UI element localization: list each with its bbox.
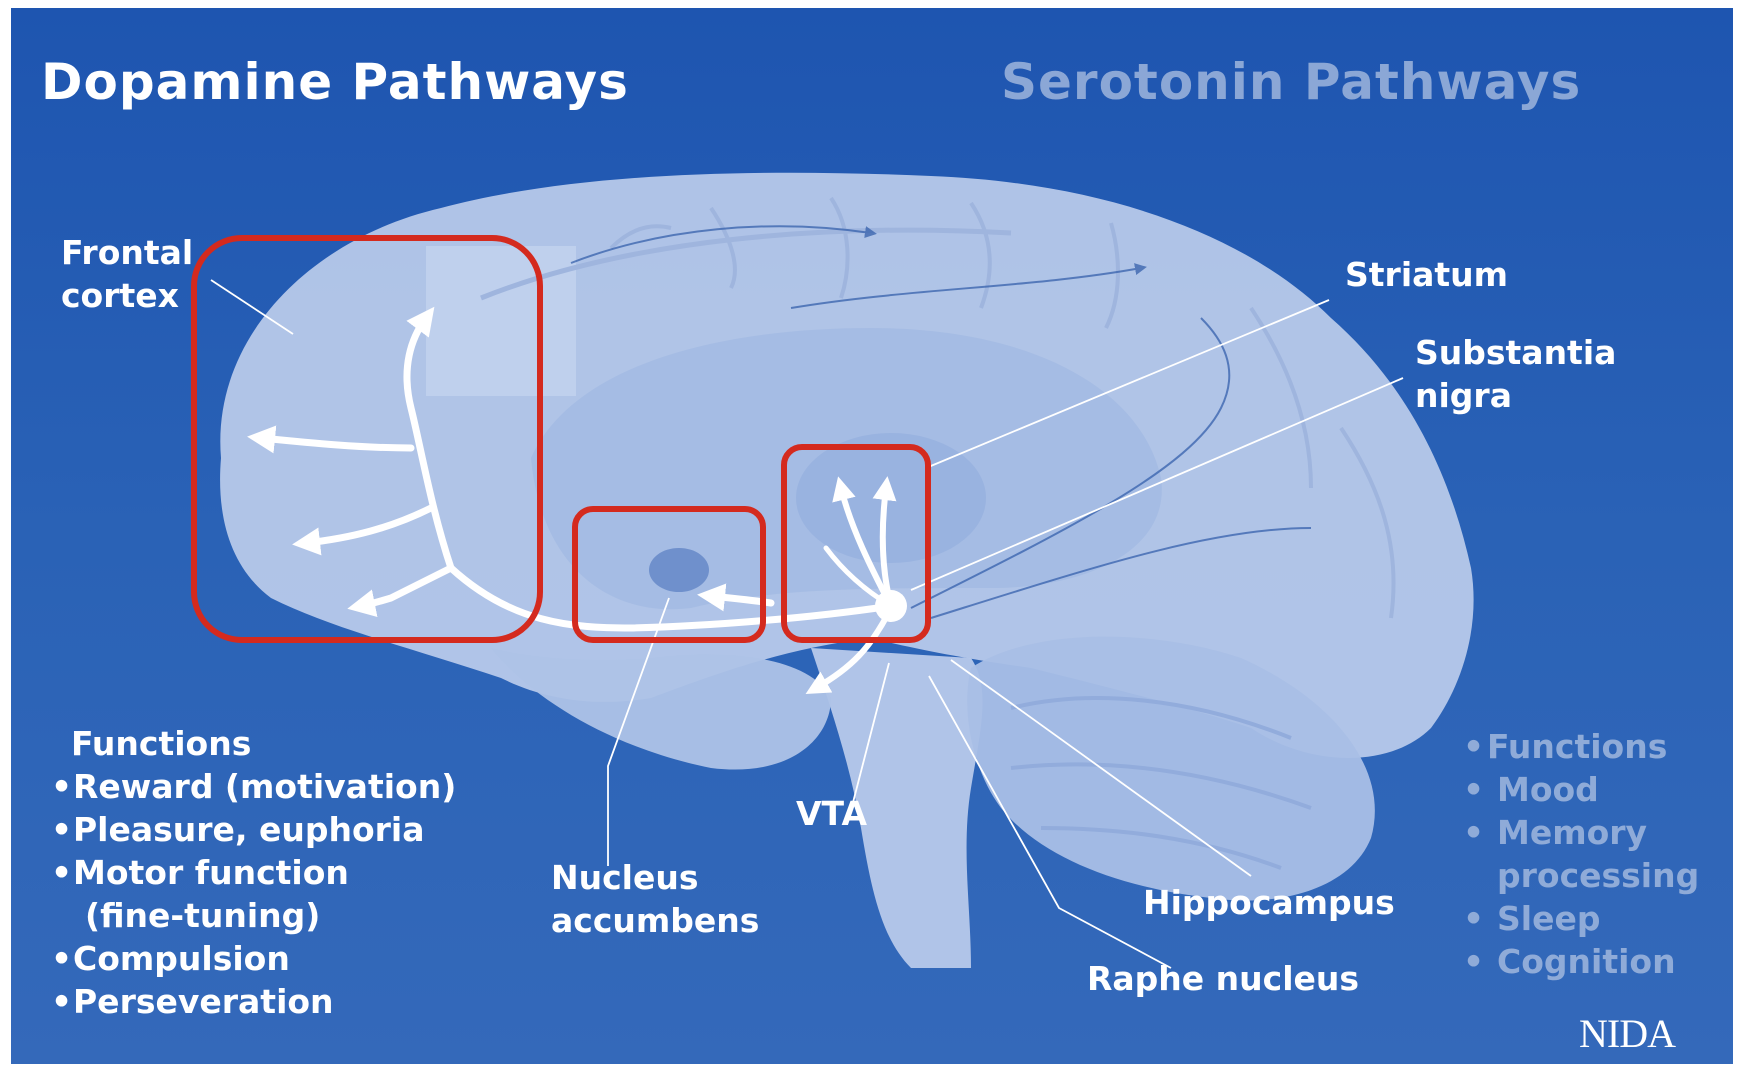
function-item: (fine-tuning) bbox=[51, 894, 456, 937]
nucleus-accumbens-spot bbox=[649, 548, 709, 592]
label-frontal-line2: cortex bbox=[61, 274, 193, 317]
serotonin-functions: •Functions •Mood •Memory processing •Sle… bbox=[1463, 725, 1699, 983]
temporal-lobe bbox=[491, 648, 831, 770]
thalamus-shape bbox=[796, 433, 986, 563]
slide: Dopamine Pathways Serotonin Pathways Fro… bbox=[11, 8, 1733, 1064]
serotonin-title: Serotonin Pathways bbox=[1001, 53, 1581, 111]
label-substantia-nigra: Substantia nigra bbox=[1415, 331, 1616, 417]
nida-logo: NIDA bbox=[1579, 1010, 1675, 1057]
label-substantia-line2: nigra bbox=[1415, 374, 1616, 417]
dopamine-functions: Functions •Reward (motivation) •Pleasure… bbox=[51, 722, 456, 1023]
vta-node bbox=[875, 590, 907, 622]
label-frontal-line1: Frontal bbox=[61, 231, 193, 274]
serotonin-item: processing bbox=[1463, 854, 1699, 897]
label-nucleus-line1: Nucleus bbox=[551, 856, 759, 899]
label-substantia-line1: Substantia bbox=[1415, 331, 1616, 374]
dopamine-title: Dopamine Pathways bbox=[41, 53, 629, 111]
frontal-shade bbox=[426, 246, 576, 396]
function-item: •Motor function bbox=[51, 851, 456, 894]
label-nucleus-line2: accumbens bbox=[551, 899, 759, 942]
serotonin-item: •Memory bbox=[1463, 811, 1699, 854]
function-item: •Reward (motivation) bbox=[51, 765, 456, 808]
function-item: •Perseveration bbox=[51, 980, 456, 1023]
serotonin-item: •Cognition bbox=[1463, 940, 1699, 983]
serotonin-functions-heading: •Functions bbox=[1463, 725, 1699, 768]
dopamine-functions-heading: Functions bbox=[51, 722, 456, 765]
function-item: •Compulsion bbox=[51, 937, 456, 980]
label-vta: VTA bbox=[796, 792, 867, 835]
label-striatum: Striatum bbox=[1345, 253, 1508, 296]
label-frontal-cortex: Frontal cortex bbox=[61, 231, 193, 317]
serotonin-item: •Mood bbox=[1463, 768, 1699, 811]
label-hippocampus: Hippocampus bbox=[1143, 881, 1395, 924]
label-nucleus-accumbens: Nucleus accumbens bbox=[551, 856, 759, 942]
label-raphe-nucleus: Raphe nucleus bbox=[1087, 957, 1359, 1000]
serotonin-item: •Sleep bbox=[1463, 897, 1699, 940]
function-item: •Pleasure, euphoria bbox=[51, 808, 456, 851]
